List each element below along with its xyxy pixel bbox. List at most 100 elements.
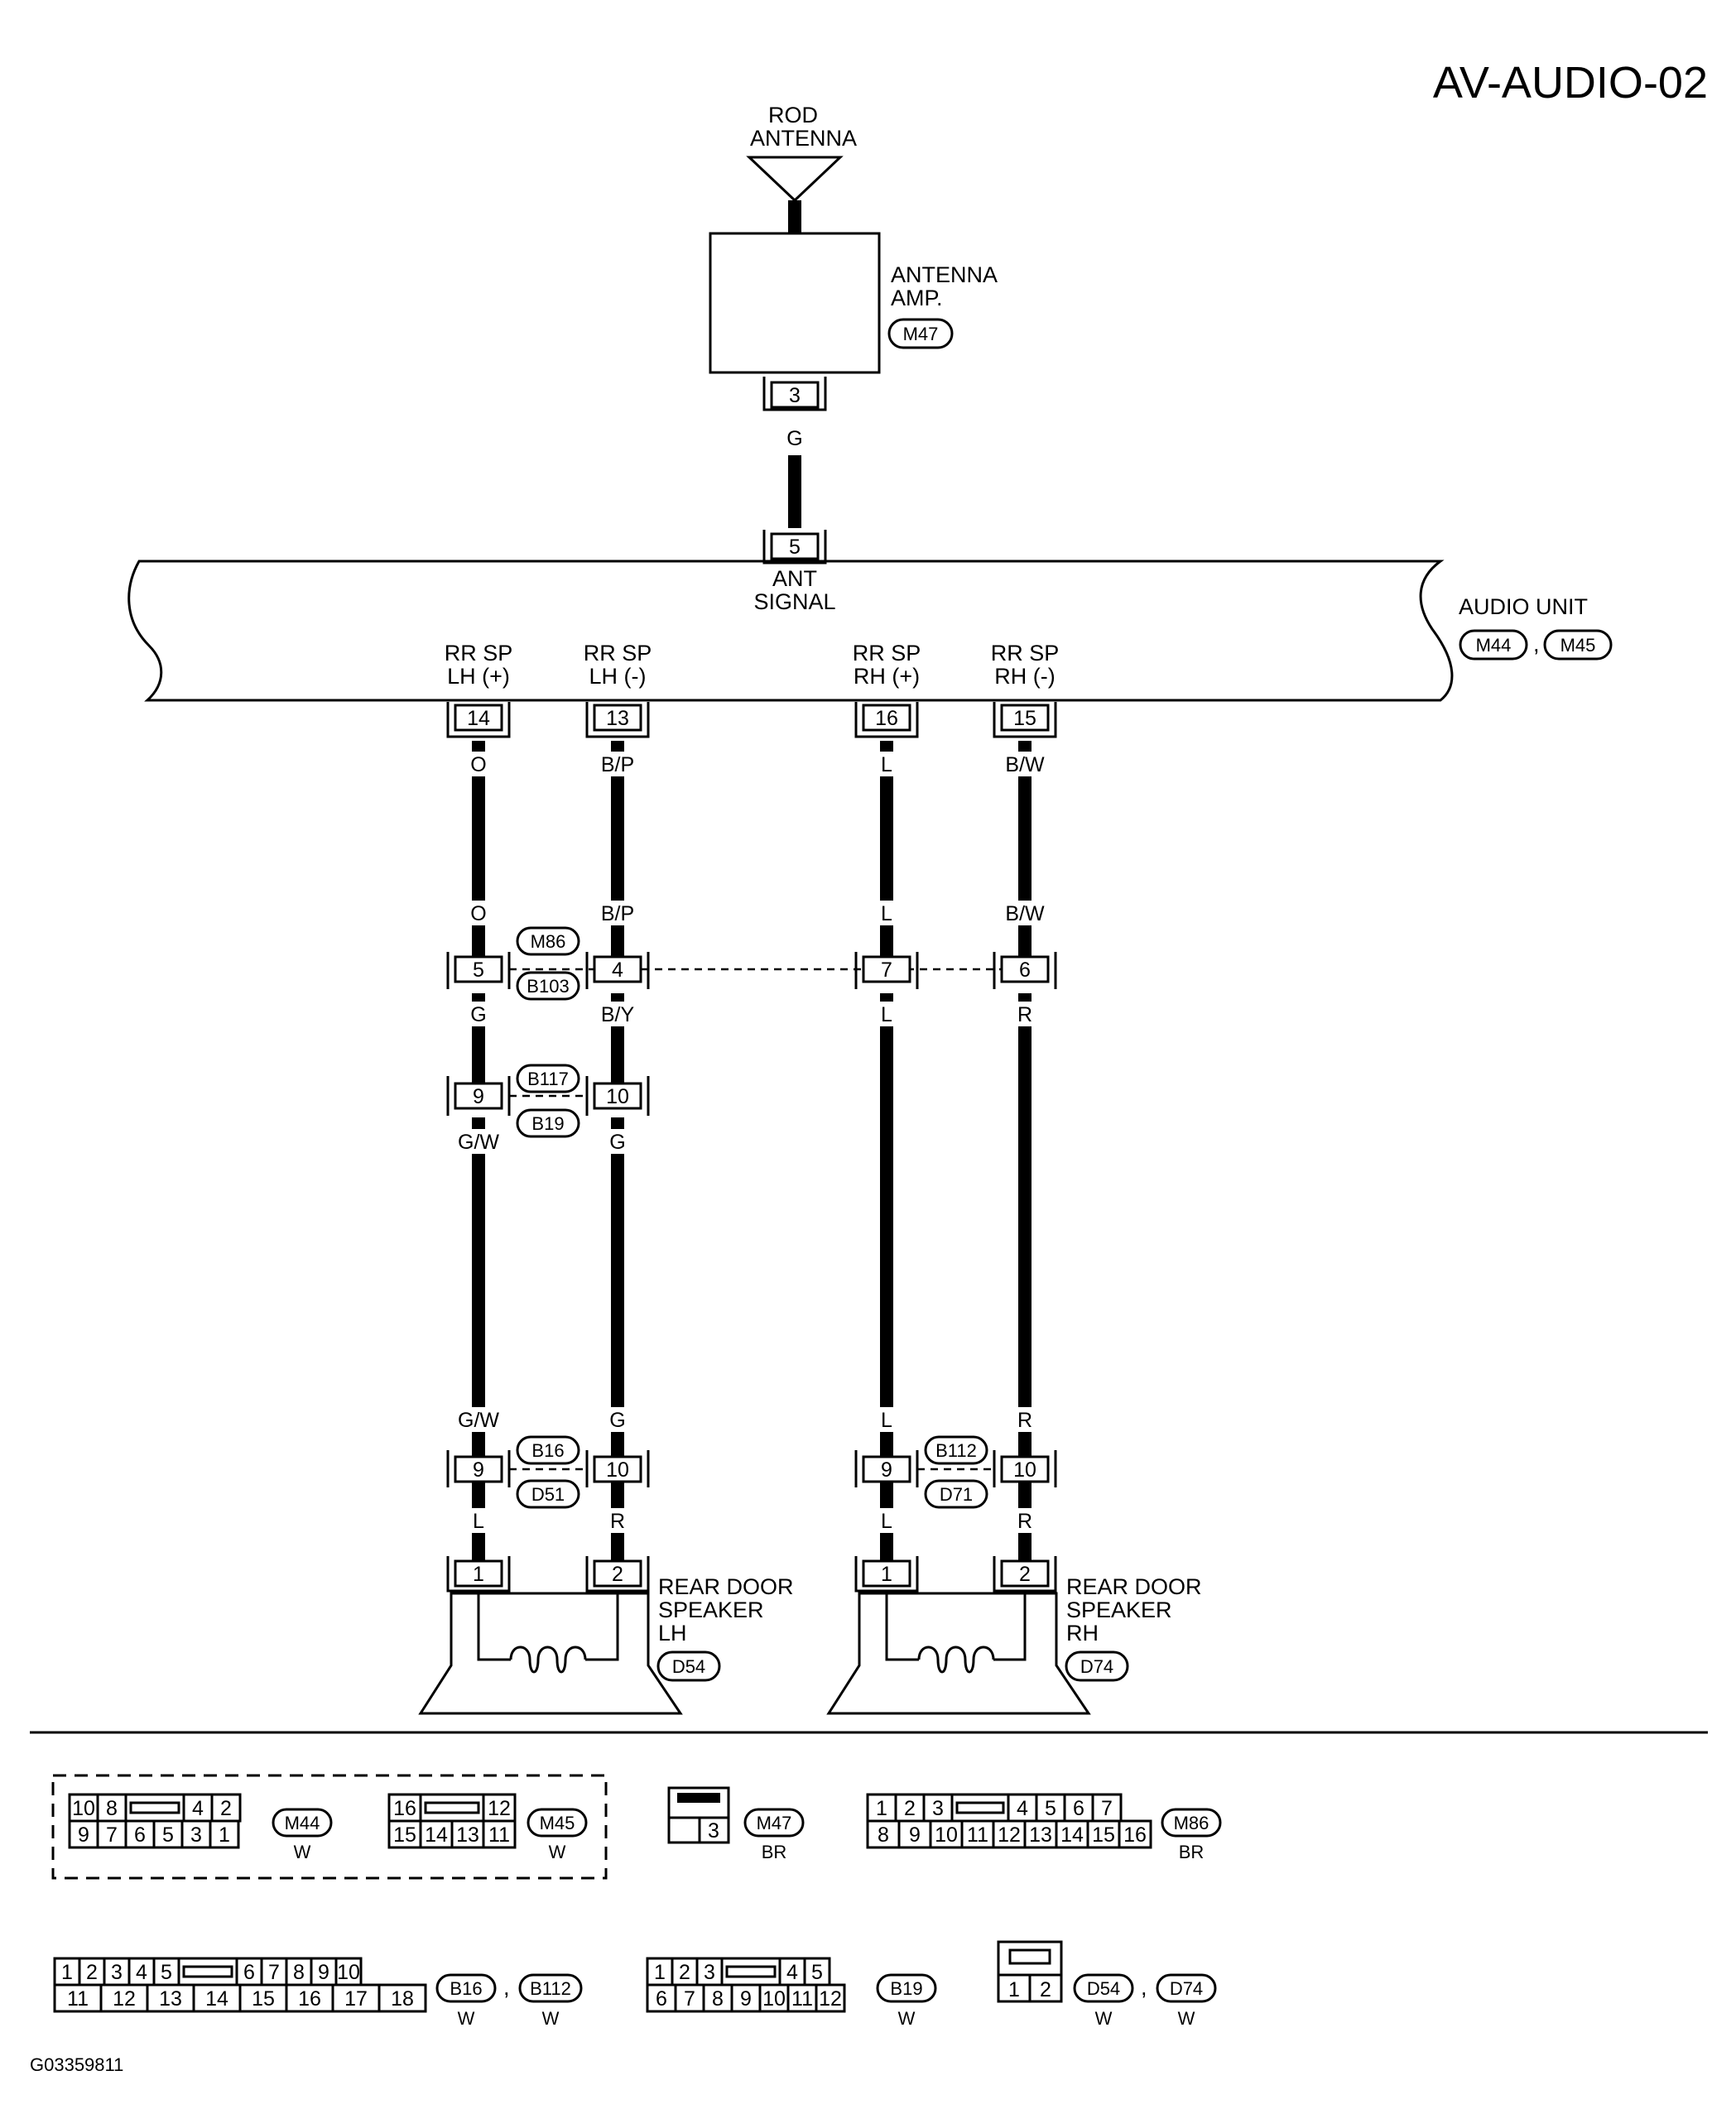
m44-m45-dashed-frame [51,1774,608,1880]
cv-pin-cell [482,1819,517,1849]
pin-13-bracket [585,702,650,738]
rod-antenna: ROD ANTENNA [746,103,857,233]
wire-color-rh-plus-2: L [881,902,892,925]
bg [1003,1002,1046,1026]
m86-pin-box-6 [1000,955,1050,983]
connector-tag-b19-label: B19 [531,1113,564,1134]
cv-pin-label: 6 [134,1823,146,1847]
pin-15-bracket [993,702,1057,738]
connector-tag-b112 [924,1435,988,1465]
speaker-lh-pin-brackets [446,1556,650,1593]
figure-code: G03359811 [30,2054,123,2075]
cv-pin-cell [646,1983,677,2013]
pin-16-bracket [854,702,919,738]
speaker-rh-coil-icon [917,1646,995,1674]
cv-tag-b16 [435,1973,497,2003]
cv-pin-label: 1 [219,1823,230,1847]
cv-pin-cell [674,1983,705,2013]
cv-pin-label: 11 [791,1987,813,2011]
ant-signal-label-2: SIGNAL [753,589,835,614]
ant-signal-label-1: ANT [772,566,817,591]
cv-pin-label: 3 [932,1797,944,1820]
cv-pin-label: 7 [1101,1797,1113,1820]
connector-view-d54: 1 2 [997,1940,1063,2003]
cv-tag-d74 [1156,1973,1217,2003]
wire-color-labels: O B/P L B/W O B/P L B/W G B/Y L R G/W G … [447,752,1053,1533]
terminal-lh-plus-label-1: RR SP [445,641,513,665]
cv-pin-label: 12 [113,1987,136,2011]
cv-pin-cell [929,1819,964,1849]
cv-b19-color: W [898,2008,916,2029]
cv-pin-label: 13 [159,1987,182,2011]
terminal-rh-minus-label-1: RR SP [991,641,1060,665]
m86-pin-box-4 [593,955,642,983]
cv-tag-m47-label: M47 [757,1813,792,1833]
bg [862,901,911,925]
cv-pin-label: 15 [252,1987,275,2011]
cv-latch-icon [182,1965,233,1978]
bg [447,1129,510,1154]
connector-tag-d54 [656,1650,721,1682]
wire-color-lh-minus-3: B/Y [601,1003,635,1026]
cv-d54-latch [1008,1948,1051,1965]
ant-pin-bracket [762,530,827,565]
b112-pin-10: 10 [1013,1458,1036,1482]
cv-m44-color: W [294,1842,311,1862]
connector-tag-m44-label: M44 [1476,635,1512,656]
amp-pin-3: 3 [789,384,801,407]
rod-antenna-label-1: ROD [768,103,818,127]
junction-b112-d71: 9 10 B112 D71 [854,1435,1057,1509]
cv-pin-label: 4 [192,1797,204,1820]
cv-d54-pin-2: 2 [1040,1978,1051,2001]
cv-pin-label: 10 [72,1797,95,1820]
connector-tag-d74 [1065,1650,1129,1682]
connector-tag-b112-label: B112 [935,1440,977,1461]
cv-pin-cell [238,1983,288,2013]
cv-pin-cell [730,1983,762,2013]
bg [997,901,1053,925]
bg [589,1002,646,1026]
cv-d74-color: W [1178,2008,1195,2029]
cv-m45-color: W [549,1842,566,1862]
cv-tag-m44 [272,1808,333,1838]
cv-tag-m45-label: M45 [540,1813,575,1833]
wire-color-lh-minus-4: G [609,1131,625,1154]
cv-tag-d74-label: D74 [1170,1978,1203,1999]
cv-pin-label: 8 [878,1823,889,1847]
rod-antenna-label-2: ANTENNA [750,126,857,151]
speaker-lh-pin-2: 2 [612,1563,623,1586]
wire-color-lh-plus-5: G/W [458,1409,499,1432]
cv-pin-cell [815,1983,846,2013]
cv-pin-label: 7 [268,1961,280,1984]
cv-pin-cell [702,1983,733,2013]
cv-tag-d54 [1073,1973,1134,2003]
cv-tag-m47 [743,1808,805,1838]
cv-pin-label: 6 [1073,1797,1084,1820]
cv-pin-label: 2 [220,1797,232,1820]
bg [865,1407,908,1432]
cv-pin-cell [387,1819,422,1849]
cv-pin-label: 12 [819,1987,842,2011]
cv-pin-label: 15 [393,1823,416,1847]
cv-pin-label: 14 [205,1987,228,2011]
m86-pin-7: 7 [881,959,892,982]
bg [862,752,911,776]
cv-pin-label: 9 [740,1987,752,2011]
cv-m47-pin-3: 3 [708,1819,719,1843]
cv-pin-label: 12 [488,1797,511,1820]
cv-pin-label: 9 [909,1823,921,1847]
cv-pin-label: 4 [786,1961,798,1984]
connector-tag-m45-label: M45 [1560,635,1596,656]
speaker-lh-label-1: REAR DOOR [658,1574,794,1599]
cv-pin-label: 5 [162,1823,174,1847]
cv-pin-label: 5 [1045,1797,1056,1820]
connector-tag-b103-label: B103 [527,976,569,997]
ant-pin-5: 5 [789,536,801,559]
speaker-lh-label-2: SPEAKER [658,1598,764,1622]
cv-latch-icon [725,1965,777,1978]
wire-color-rh-minus-2: B/W [1005,902,1045,925]
speaker-lh-coil-icon [509,1646,587,1674]
bg [457,1508,500,1533]
